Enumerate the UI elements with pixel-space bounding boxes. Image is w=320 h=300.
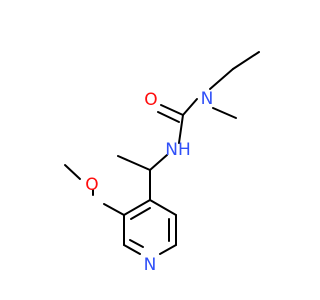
molecule-structure: O N NH O N (64, 51, 260, 275)
bond-ring-c3-c4 (123, 199, 151, 216)
atom-nitrogen-amide: N (201, 89, 214, 109)
bond-ring-o-methoxy (103, 203, 125, 216)
bond-ring-c6-n (159, 244, 177, 255)
bond-ethyl-ch2-n (209, 68, 234, 90)
bond-ch-methyl (117, 155, 151, 171)
atom-nitrogen-pyridine: N (144, 255, 157, 275)
atom-nitrogen-nh: NH (165, 140, 191, 160)
bond-o-methyl (64, 164, 81, 180)
bond-ring-n-c2-inner (129, 239, 144, 248)
bond-carbonyl-double-1 (160, 104, 184, 116)
atom-labels: O N NH O N (85, 89, 213, 275)
bond-n-carbonyl-c (182, 98, 198, 116)
bonds (64, 51, 260, 255)
bond-ring-c4-c5 (149, 199, 177, 216)
bond-ring-c3-c4-inner (130, 207, 151, 220)
atom-oxygen-methoxy: O (85, 175, 98, 195)
bond-nh-ch (149, 154, 168, 171)
bond-ring-n-c2 (123, 244, 141, 255)
bond-carbonyl-c-nh (178, 114, 184, 144)
atom-oxygen-carbonyl: O (144, 90, 157, 110)
bond-carbonyl-double-2 (157, 111, 180, 123)
bond-ethyl-ch3-ch2 (232, 51, 260, 70)
bond-n-methyl (212, 107, 237, 119)
